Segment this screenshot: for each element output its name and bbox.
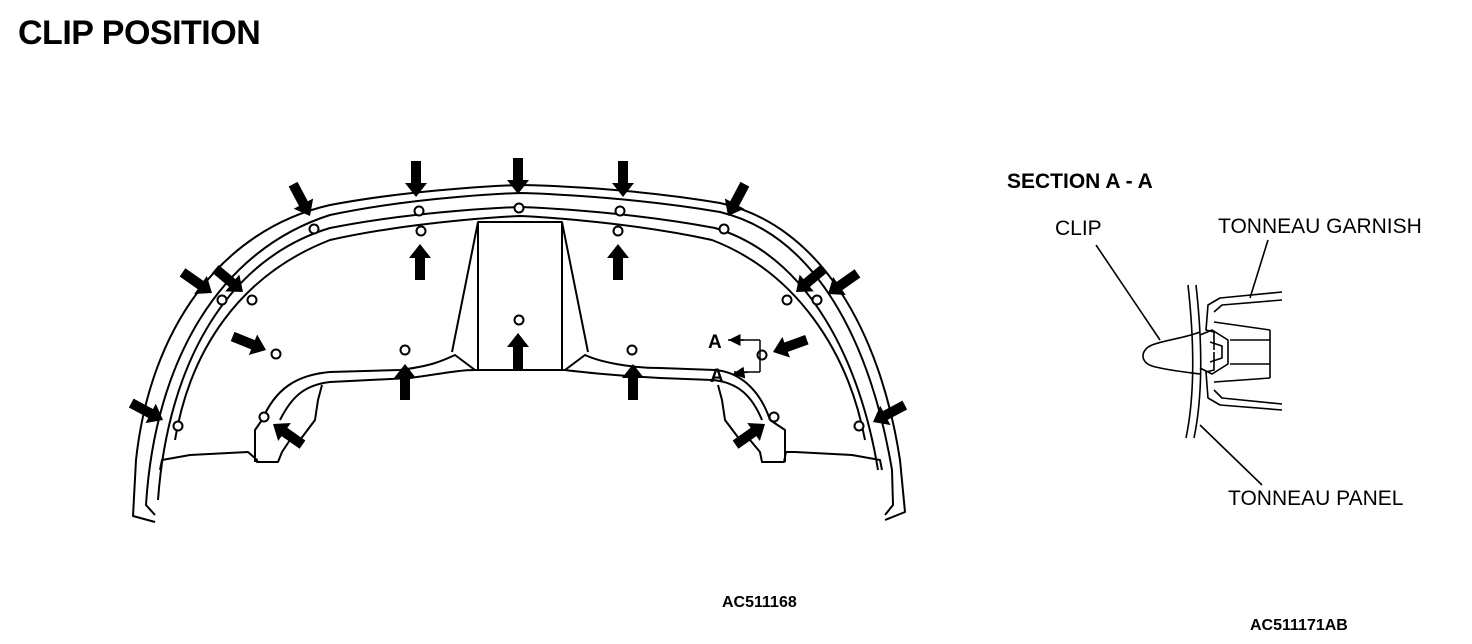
main-view-code: AC511168	[722, 594, 797, 611]
section-marker-a-top: A	[708, 332, 722, 353]
page-title: CLIP POSITION	[18, 14, 261, 52]
clip-label: CLIP	[1055, 217, 1102, 240]
tonneau-garnish-label: TONNEAU GARNISH	[1218, 215, 1422, 238]
section-view-code: AC511171AB	[1250, 617, 1348, 634]
tonneau-panel-label: TONNEAU PANEL	[1228, 487, 1404, 510]
section-marker	[728, 334, 761, 379]
pointer-arrows	[128, 158, 908, 449]
section-marker-a-bottom: A	[710, 366, 724, 387]
section-title: SECTION A - A	[1007, 170, 1153, 193]
section-detail	[1095, 239, 1283, 486]
